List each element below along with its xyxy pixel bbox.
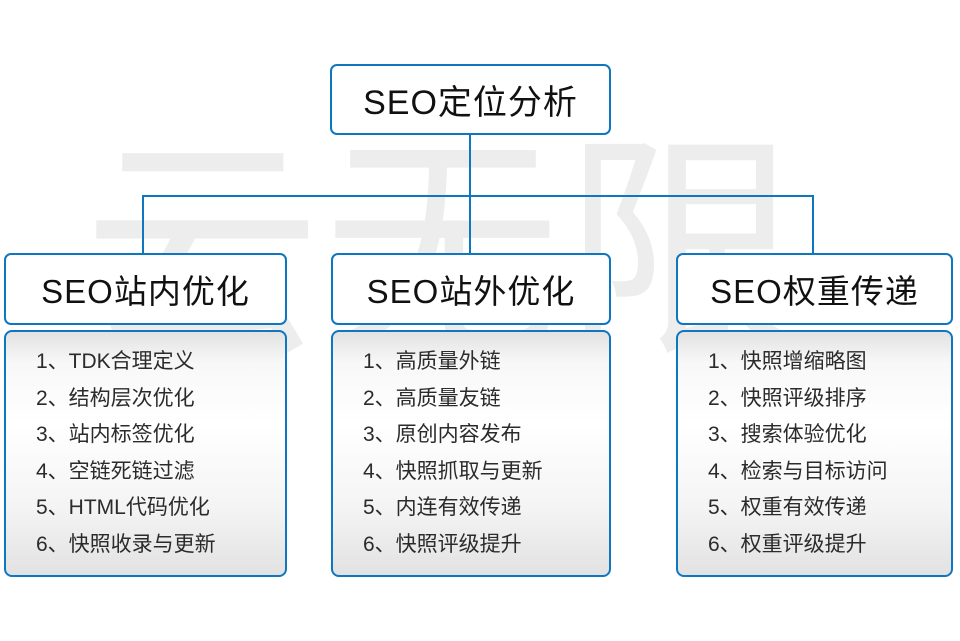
root-node-label: SEO定位分析 [363, 84, 578, 122]
list-item: 4、空链死链过滤 [36, 459, 195, 483]
list-item: 4、快照抓取与更新 [363, 459, 543, 483]
column-list-offsite: 1、高质量外链 2、高质量友链 3、原创内容发布 4、快照抓取与更新 5、内连有… [331, 330, 611, 577]
list-item: 1、快照增缩略图 [708, 350, 867, 373]
column-header-offsite-label: SEO站外优化 [366, 273, 576, 310]
list-item: 3、搜索体验优化 [708, 423, 867, 446]
column-header-weight: SEO权重传递 [676, 253, 953, 325]
connector-left-branch [142, 195, 144, 254]
list-item: 3、原创内容发布 [363, 423, 522, 446]
connector-root-vertical [469, 134, 471, 196]
list-item: 5、内连有效传递 [363, 496, 522, 519]
list-item: 6、权重评级提升 [708, 532, 867, 556]
list-item: 1、高质量外链 [363, 350, 501, 373]
root-node-seo-positioning: SEO定位分析 [330, 64, 611, 135]
list-item: 2、高质量友链 [363, 386, 501, 410]
list-item: 6、快照收录与更新 [36, 532, 216, 556]
connector-horizontal-bus [142, 195, 814, 197]
column-header-weight-label: SEO权重传递 [710, 273, 919, 310]
list-item: 3、站内标签优化 [36, 423, 195, 446]
list-item: 4、检索与目标访问 [708, 459, 888, 483]
column-header-onsite-label: SEO站内优化 [41, 273, 250, 310]
list-item: 2、结构层次优化 [36, 386, 195, 410]
list-item: 5、HTML代码优化 [36, 496, 210, 519]
connector-middle-branch [469, 195, 471, 254]
column-header-offsite: SEO站外优化 [331, 253, 611, 325]
list-item: 1、TDK合理定义 [36, 350, 195, 373]
column-list-weight: 1、快照增缩略图 2、快照评级排序 3、搜索体验优化 4、检索与目标访问 5、权… [676, 330, 953, 577]
column-list-onsite: 1、TDK合理定义 2、结构层次优化 3、站内标签优化 4、空链死链过滤 5、H… [4, 330, 287, 577]
list-item: 2、快照评级排序 [708, 386, 867, 410]
column-header-onsite: SEO站内优化 [4, 253, 287, 325]
list-item: 6、快照评级提升 [363, 532, 522, 556]
connector-right-branch [812, 195, 814, 254]
list-item: 5、权重有效传递 [708, 496, 867, 519]
